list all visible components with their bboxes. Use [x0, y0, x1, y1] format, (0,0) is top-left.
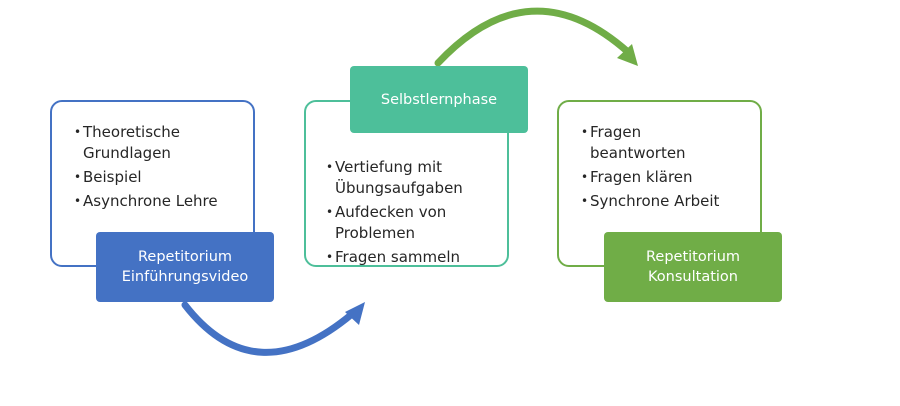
bullet-item: Aufdecken von Problemen: [326, 202, 463, 244]
curved-arrow-icon: [434, 7, 632, 67]
step-3-bullet-list: Fragen beantworten Fragen klären Synchro…: [581, 122, 719, 215]
step-2-label: Selbstlernphase: [350, 66, 528, 133]
bullet-item: Fragen klären: [581, 167, 719, 188]
step-1-bullet-list: Theoretische Grundlagen Beispiel Asynchr…: [74, 122, 218, 215]
arrowhead-icon: [345, 302, 365, 325]
bullet-item: Fragen sammeln: [326, 247, 463, 268]
bullet-item: Beispiel: [74, 167, 218, 188]
step-3-label: Repetitorium Konsultation: [604, 232, 782, 302]
step-1-label: Repetitorium Einführungsvideo: [96, 232, 274, 302]
bullet-item: Asynchrone Lehre: [74, 191, 218, 212]
step-1-card: Theoretische Grundlagen Beispiel Asynchr…: [50, 100, 255, 267]
bullet-item: Vertiefung mit Übungsaufgaben: [326, 157, 463, 199]
bullet-item: Fragen beantworten: [581, 122, 719, 164]
curved-arrow-icon: [181, 301, 356, 356]
arrowhead-icon: [617, 44, 638, 66]
bullet-item: Synchrone Arbeit: [581, 191, 719, 212]
step-2-bullet-list: Vertiefung mit Übungsaufgaben Aufdecken …: [326, 157, 463, 271]
bullet-item: Theoretische Grundlagen: [74, 122, 218, 164]
